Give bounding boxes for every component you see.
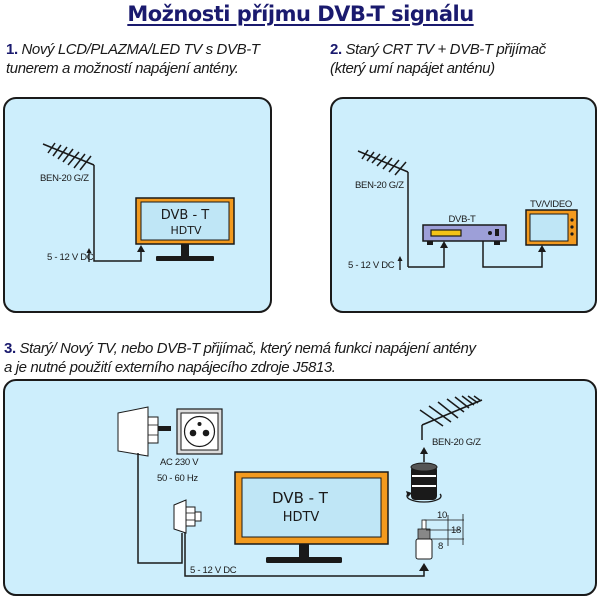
section-1-cable: [93, 250, 142, 262]
section-3-cable-arrow-icon: [419, 563, 429, 571]
section-3-tv-icon: [234, 471, 389, 563]
section-3-ac-label-line2: 50 - 60 Hz: [157, 473, 198, 484]
section-3-mains-cable: [137, 453, 183, 564]
section-2-receiver-arrow-icon: [440, 241, 448, 248]
section-2-tv-label: TV/VIDEO: [530, 199, 572, 210]
section-3-dc-injector-icon: [173, 499, 202, 534]
section-1-tv-line2: HDTV: [171, 224, 202, 237]
section-3-tv-line1: DVB - T: [272, 489, 329, 507]
section-3-caption-line2: a je nutné použití externího napájecího …: [4, 359, 336, 376]
section-2-up-arrow-icon: [397, 256, 403, 270]
section-3-power-adapter-icon: [117, 406, 171, 457]
section-3-ac-label-line1: AC 230 V: [160, 457, 199, 468]
section-2-panel: [330, 97, 597, 313]
section-3-dc-cable: [184, 533, 425, 577]
section-1-antenna-icon: [42, 142, 95, 258]
section-1-cable-arrow-icon: [137, 245, 145, 252]
section-1-caption-line2: tunerem a možností napájení antény.: [6, 60, 239, 77]
section-2-tv-arrow-icon: [538, 245, 546, 252]
section-2-caption-line1: Starý CRT TV + DVB-T přijímač: [345, 41, 547, 58]
section-3-caption: 3. Starý/ Nový TV, nebo DVB-T přijímač, …: [4, 339, 476, 377]
section-2-antenna-icon: [357, 149, 409, 267]
section-3-caption-line1: Starý/ Nový TV, nebo DVB-T přijímač, kte…: [19, 340, 477, 357]
section-3-dimension-10: 10: [437, 510, 447, 521]
section-2-caption-line2: (který umí napájet anténu): [330, 60, 495, 77]
section-3-dimension-18: 18: [451, 525, 461, 536]
section-3-up-arrow-icon: [420, 447, 428, 462]
section-3-antenna-icon: [419, 395, 483, 440]
section-2-receiver-icon: [422, 224, 507, 245]
section-1-tv-line1: DVB - T: [161, 208, 210, 223]
section-1-caption-line1: Nový LCD/PLAZMA/LED TV s DVB-T: [21, 41, 260, 58]
section-3-wall-socket-icon: [176, 408, 223, 455]
section-1-up-arrow-icon: [86, 248, 92, 262]
section-2-antenna-cable: [408, 246, 445, 268]
section-1-voltage-label: 5 - 12 V DC: [47, 252, 94, 263]
section-3-number: 3.: [4, 340, 16, 357]
section-1-tv-icon: [135, 197, 235, 261]
section-3-voltage-label: 5 - 12 V DC: [190, 565, 237, 576]
section-3-dimension-8: 8: [438, 541, 443, 552]
section-2-receiver-label: DVB-T: [448, 214, 475, 225]
section-2-voltage-label: 5 - 12 V DC: [348, 260, 395, 271]
section-2-crt-tv-icon: [525, 209, 578, 246]
page-title: Možnosti příjmu DVB-T signálu: [127, 2, 474, 26]
section-3-antenna-label: BEN-20 G/Z: [432, 437, 481, 448]
section-2-caption: 2. Starý CRT TV + DVB-T přijímač (který …: [330, 40, 546, 78]
section-2-video-cable: [482, 241, 543, 268]
section-2-antenna-label: BEN-20 G/Z: [355, 180, 404, 191]
section-1-caption: 1. Nový LCD/PLAZMA/LED TV s DVB-T tunere…: [6, 40, 260, 78]
section-3-tv-line2: HDTV: [283, 510, 320, 525]
section-3-f-connector-icon: [406, 462, 442, 503]
section-2-number: 2.: [330, 41, 342, 58]
section-1-number: 1.: [6, 41, 18, 58]
section-3-coax-plug-icon: [415, 519, 433, 560]
section-3-dimension-lines: [424, 514, 464, 546]
section-1-antenna-label: BEN-20 G/Z: [40, 173, 89, 184]
